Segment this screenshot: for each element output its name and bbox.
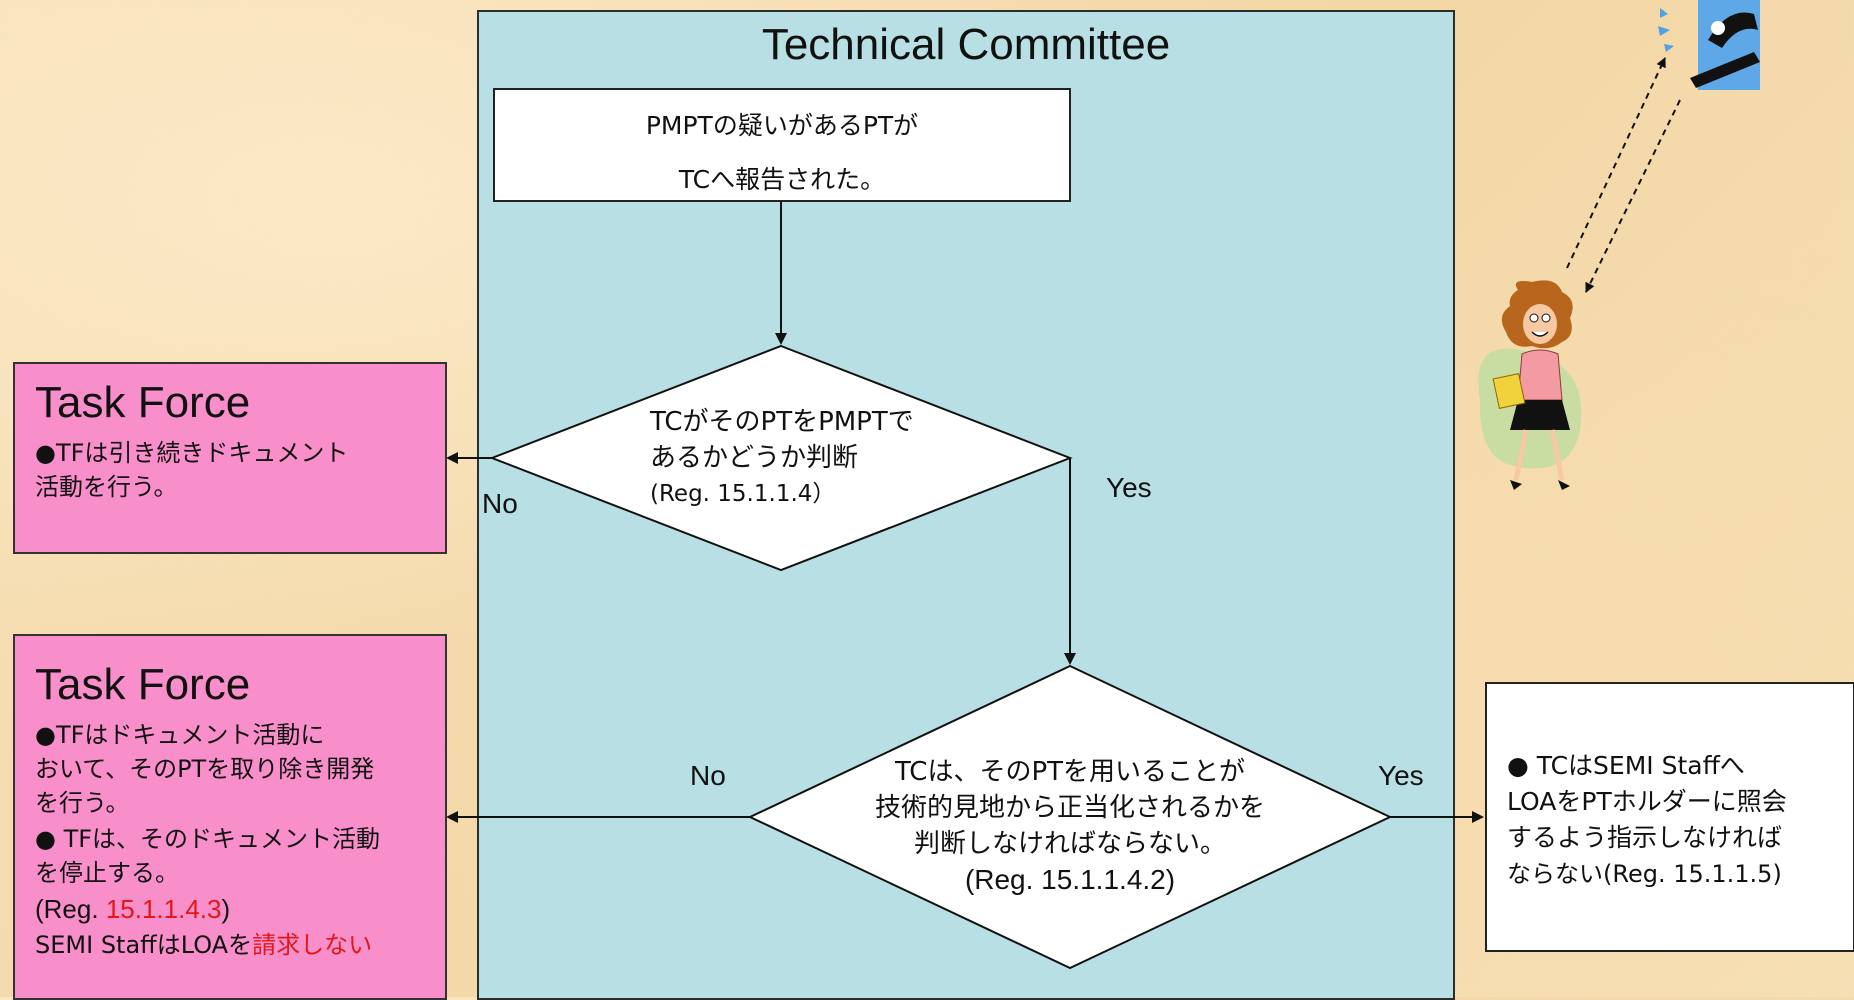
label-no-1: No (482, 488, 518, 519)
task-force-2-title: Task Force (35, 660, 251, 709)
decision1-text: TCがそのPTをPMPTで あるかどうか判断 (Reg. 15.1.1.4） (650, 404, 970, 512)
loa-line-3: するよう指示しなければ (1507, 823, 1783, 852)
loa-line-4: ならない(Reg. 15.1.1.5) (1507, 860, 1782, 888)
loa-line-1: ● TCはSEMI Staffへ (1507, 751, 1745, 780)
task-force-2-reference: (Reg. 15.1.1.4.3) (35, 892, 230, 926)
decision1-diamond (489, 344, 1073, 572)
task-force-2-line-7: SEMI StaffはLOAを請求しない (35, 928, 372, 962)
decision2-line-4: (Reg. 15.1.1.4.2) (964, 864, 1176, 895)
task-force-box-1: Task Force ●TFは引き続きドキュメント 活動を行う。 (13, 362, 447, 554)
decision2-line-3: 判断しなければならない。 (913, 829, 1226, 859)
task-force-1-title: Task Force (35, 378, 251, 427)
dashed-line-down (1585, 99, 1681, 293)
label-yes-1: Yes (1106, 472, 1152, 503)
decision1-line-1: TCがそのPTをPMPTで (650, 407, 914, 437)
task-force-2-line-7-red: 請求しない (252, 931, 373, 959)
task-force-2-line-1: ●TFはドキュメント活動に (35, 721, 325, 749)
decision2-line-1: TCは、そのPTを用いることが (894, 757, 1246, 787)
task-force-2-line-4: ● TFは、そのドキュメント活動 (35, 825, 381, 853)
technical-committee-title: Technical Committee (761, 20, 1171, 69)
task-force-2-line-5: を停止する。 (35, 859, 179, 887)
phone-clipart-icon (1658, 0, 1760, 90)
woman-clipart-icon (1478, 280, 1582, 490)
decision1-line-2: あるかどうか判断 (650, 443, 859, 473)
task-force-1-line-2: 活動を行う。 (35, 473, 178, 501)
start-process-box: PMPTの疑いがあるPTが TCへ報告された。 (493, 88, 1071, 202)
task-force-2-ref-number: 15.1.1.4.3 (105, 894, 222, 924)
loa-line-2: LOAをPTホルダーに照会 (1507, 787, 1787, 816)
decision2-line-2: 技術的見地から正当化されるかを (874, 793, 1265, 823)
start-line-1: PMPTの疑いがあるPTが (645, 111, 919, 140)
task-force-1-line-1: ●TFは引き続きドキュメント (35, 439, 349, 467)
start-line-2: TCへ報告された。 (678, 165, 886, 194)
task-force-2-line-3: を行う。 (35, 789, 130, 817)
label-no-2: No (690, 760, 726, 791)
dashed-line-up (1566, 57, 1666, 269)
loa-instruction-box: ● TCはSEMI Staffへ LOAをPTホルダーに照会 するよう指示しなけ… (1485, 682, 1854, 952)
task-force-box-2: Task Force ●TFはドキュメント活動に おいて、そのPTを取り除き開発… (13, 634, 447, 1000)
task-force-2-ref-suffix: ) (221, 894, 231, 924)
decision2-text: TCは、そのPTを用いることが 技術的見地から正当化されるかを 判断しなければな… (820, 754, 1320, 898)
task-force-2-line-2: おいて、そのPTを取り除き開発 (35, 755, 375, 783)
task-force-2-ref-prefix: (Reg. (35, 894, 106, 924)
decision1-line-3: (Reg. 15.1.1.4） (650, 481, 836, 507)
decision2-diamond (747, 664, 1393, 970)
task-force-2-line-7-prefix: SEMI StaffはLOAを (35, 931, 253, 959)
label-yes-2: Yes (1378, 760, 1424, 791)
